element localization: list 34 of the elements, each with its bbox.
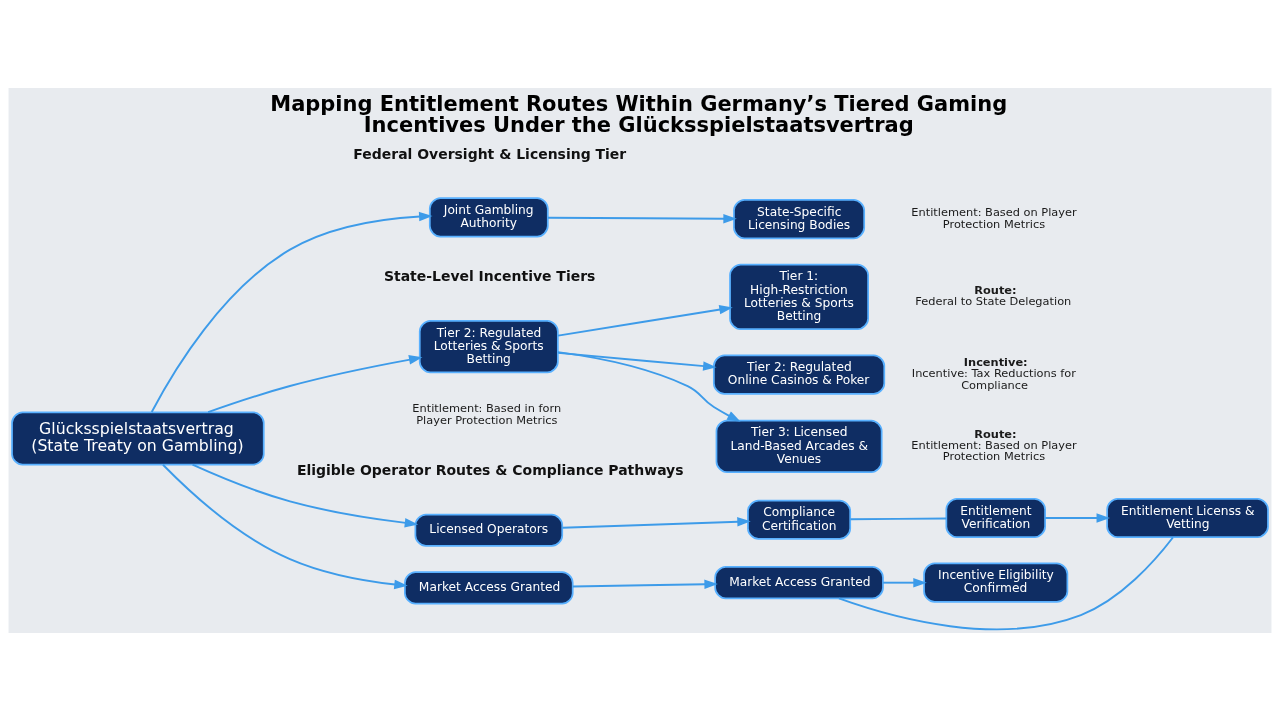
node-box: Tier 1: High-Restriction Lotteries & Sports Betting — [729, 263, 869, 330]
node-box: Incentive Eligibility Confirmed — [923, 562, 1069, 603]
arrow — [150, 211, 433, 413]
node-box: Licensed Operators — [414, 513, 564, 547]
node-box: Entitlement Verification — [945, 497, 1046, 538]
node-box: Tier 2: Regulated Online Casinos & Poker — [712, 354, 886, 395]
diagram-title: Mapping Entitlement Routes Within Germany’s Tiered Gaming Incentives Under the Glücksspielstaatsvertrag — [270, 91, 1008, 137]
node-box: State-Specific Licensing Bodies — [733, 198, 866, 239]
arrow — [556, 350, 741, 422]
arrow — [547, 213, 737, 223]
node-box: Market Access Granted — [714, 565, 884, 599]
connector — [837, 536, 1174, 630]
arrow — [571, 579, 718, 589]
node-box: Market Access Granted — [404, 570, 574, 605]
arrow — [1044, 512, 1110, 523]
node-box: Tier 2: Regulated Lotteries & Sports Betting — [418, 319, 559, 373]
label: State-Level Incentive Tiers — [383, 267, 596, 284]
arrow — [191, 463, 419, 527]
node-box: Joint Gambling Authority — [428, 196, 549, 237]
label: Eligible Operator Routes & Compliance Pathways — [296, 461, 684, 478]
node-box: Glücksspielstaatsvertrag (State Treaty on Gambling) — [11, 410, 265, 466]
label: Federal Oversight & Licensing Tier — [353, 145, 627, 162]
node-label: Entitlement: Based on Player Protection Metrics — [911, 204, 1077, 231]
connector — [849, 517, 948, 520]
node-box: Compliance Certification — [747, 499, 852, 540]
node-label: Entitlement: Based in forn Player Protection Metrics — [412, 400, 562, 427]
arrow — [561, 516, 751, 529]
node-box: Entitlement Licenss & Vetting — [1106, 497, 1269, 538]
arrow — [162, 463, 408, 589]
arrow — [557, 351, 717, 371]
node-box: Tier 3: Licensed Land-Based Arcades & Venues — [715, 419, 883, 473]
arrow — [557, 304, 733, 337]
arrow — [207, 354, 423, 413]
arrow — [882, 577, 927, 587]
